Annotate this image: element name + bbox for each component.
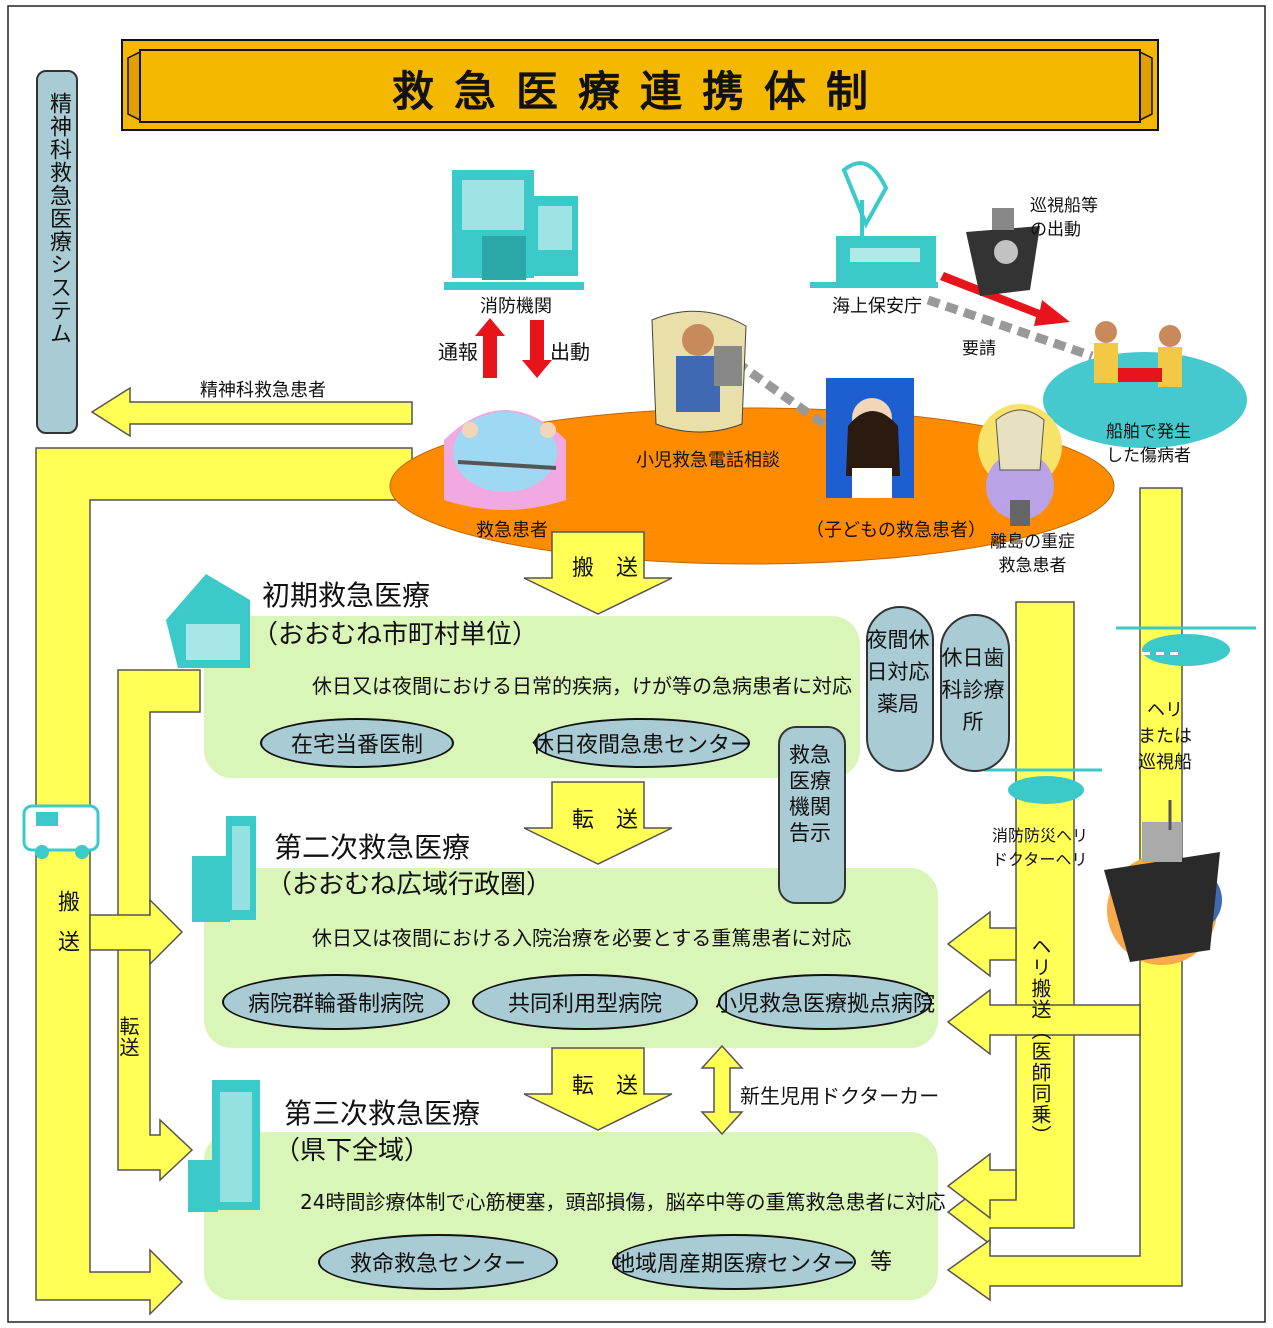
primary-unit: （おおむね市町村単位） [252,620,539,650]
tertiary-item-perinatal-center: 地域周産期医療センター [612,1234,856,1290]
transfer-down-arrow-2 [523,1047,673,1131]
tertiary-title: 第三次救急医療 [284,1097,481,1130]
psych-arrow [90,386,413,438]
primary-item-night-center: 休日夜間急患センター [532,718,752,768]
heli-or-ship-label: ヘリ または 巡視船 [1138,700,1192,773]
child-phone-icon [826,378,914,498]
fire-agency-label: 消防機関 [480,296,552,317]
primary-item-home-duty: 在宅当番医制 [260,718,454,768]
island-patient-icon [978,404,1062,526]
right-branch-tertiary [946,1152,1017,1220]
dispatch-down-arrow [522,320,552,378]
fire-heli-label: 消防防災ヘリ ドクターヘリ [992,826,1089,869]
ship-patient-label: 船舶で発生 した傷病者 [1106,422,1191,466]
tertiary-etc: 等 [870,1250,893,1275]
patrol-dispatch-label: 巡視船等 の出動 [1030,196,1098,240]
pediatric-phone-label: 小児救急電話相談 [636,450,780,471]
report-up-arrow [475,318,505,378]
psych-system-label: 精神科救急医療システム [46,92,71,345]
tertiary-item-critical-center: 救命救急センター [318,1234,558,1290]
patrol-red-arrow [940,272,1070,326]
patrol-ship-small-icon [966,208,1040,296]
secondary-unit: （おおむね広域行政圏） [266,870,553,900]
transport-down-arrow [523,531,673,615]
secondary-title: 第二次救急医療 [274,831,471,864]
transfer-label-1: 転 送 [572,808,639,833]
stretcher-patient-icon [444,410,566,510]
emergency-notice-box [778,726,846,904]
title-banner [121,39,1159,131]
helicopter-icon-1 [1116,626,1256,666]
report-label: 通報 [438,340,478,364]
primary-title: 初期救急医療 [262,579,431,612]
psych-patient-label: 精神科救急患者 [200,380,326,401]
outer-frame [7,5,1266,1323]
emergency-patient-label: 救急患者 [476,520,548,541]
secondary-building-icon [192,816,256,922]
tertiary-building-icon [188,1080,260,1212]
transfer-down-arrow-1 [523,781,673,865]
holiday-dental-box [940,614,1010,772]
tertiary-desc: 24時間診療体制で心筋梗塞，頭部損傷，脳卒中等の重篤救急患者に対応 [300,1190,946,1214]
transport-label: 搬 送 [572,556,639,581]
emergency-notice-label: 救急医療機関告示 [789,743,831,845]
primary-house-icon [166,574,250,668]
child-patient-label: （子どもの救急患者） [806,520,986,541]
night-pharmacy-box [866,606,934,772]
request-label: 要請 [962,339,996,359]
right-branch-secondary-1 [946,910,1017,978]
transfer-label-2: 転 送 [572,1074,639,1099]
left-transfer-path [117,669,201,1182]
ship-rescue-icon [1094,321,1182,387]
secondary-item-shared: 共同利用型病院 [472,974,698,1030]
heli-transport-label: ヘリ搬送（医師同乗） [1028,936,1052,1146]
right-branch-secondary-2 [946,988,1141,1056]
patrol-ship-large-icon [1104,800,1222,965]
secondary-item-rotation: 病院群輪番制病院 [222,974,450,1030]
phone-dashed-line [733,358,835,434]
primary-desc: 休日又は夜間における日常的疾病，けが等の急病患者に対応 [312,674,852,698]
ambulance-icon [22,804,100,859]
neonatal-double-arrow [700,1044,744,1136]
left-transfer-label: 転送 [116,1016,140,1058]
neonatal-car-label: 新生児用ドクターカー [740,1084,940,1108]
secondary-desc: 休日又は夜間における入院治療を必要とする重篤患者に対応 [312,926,852,950]
dispatch-label: 出動 [550,340,590,364]
tertiary-unit: （県下全域） [274,1136,431,1166]
secondary-item-pediatric: 小児救急医療拠点病院 [715,974,935,1030]
left-transport-label: 搬送 [54,890,79,970]
psych-system-box [36,70,78,434]
coast-guard-icon [810,161,938,288]
request-dashed-line [926,295,1094,361]
night-pharmacy-label: 夜間休日対応薬局 [866,628,930,716]
holiday-dental-label: 休日歯科診療所 [941,646,1005,734]
coast-guard-label: 海上保安庁 [832,296,922,317]
hospital-icon [444,170,584,290]
consultant-icon [651,310,747,433]
page-title: 救急医療連携体制 [391,67,888,116]
island-patient-label: 離島の重症 救急患者 [990,532,1075,576]
patient-zone-ellipse [389,407,1115,565]
helicopter-icon-2 [984,768,1102,804]
left-branch-secondary [89,898,184,966]
